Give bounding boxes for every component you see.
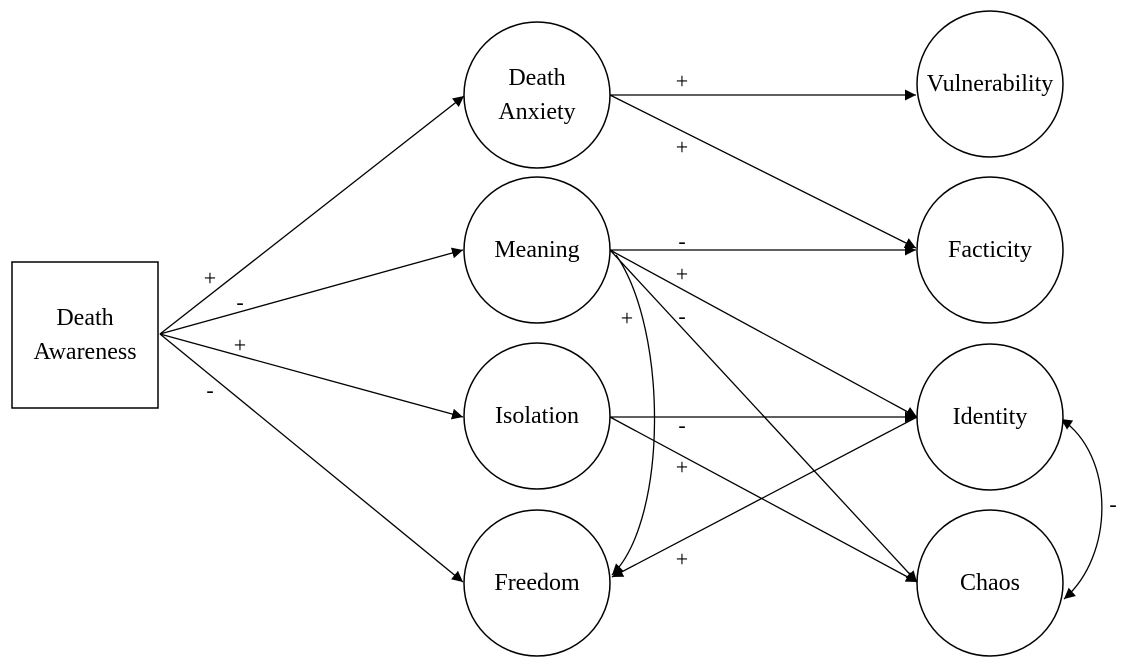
edge-death-awareness-to-freedom [159, 333, 464, 583]
node-facticity: Facticity [916, 176, 1064, 324]
node-freedom: Freedom [463, 509, 611, 657]
node-death-anxiety-label: Death [508, 65, 565, 91]
node-death-anxiety-label: Anxiety [498, 99, 575, 125]
edge-meaning-to-identity [609, 249, 918, 418]
node-identity: Identity [916, 343, 1064, 491]
edge-isolation-to-chaos-sign: + [676, 455, 688, 480]
edges [159, 89, 1103, 600]
edge-death-anxiety-to-facticity [609, 94, 917, 249]
edge-death-awareness-to-death-anxiety-sign: + [204, 266, 216, 291]
edge-identity-to-freedom-sign: + [676, 547, 688, 572]
node-vulnerability-label: Vulnerability [927, 71, 1054, 97]
node-chaos-label: Chaos [960, 570, 1020, 596]
node-meaning: Meaning [463, 176, 611, 324]
edge-meaning-to-chaos [609, 249, 918, 583]
edge-identity-to-chaos [1060, 418, 1103, 600]
edge-isolation-to-identity-sign: - [678, 413, 685, 438]
edge-signs: +-+-++-+-+-++- [204, 69, 1117, 572]
node-freedom-label: Freedom [494, 570, 580, 596]
edge-meaning-to-freedom [611, 254, 656, 576]
node-chaos: Chaos [916, 509, 1064, 657]
node-isolation: Isolation [463, 342, 611, 490]
edge-death-awareness-to-meaning-sign: - [236, 290, 243, 315]
node-vulnerability: Vulnerability [916, 10, 1064, 158]
edge-death-awareness-to-freedom-sign: - [206, 378, 213, 403]
edge-meaning-to-chaos-sign: - [678, 304, 685, 329]
edge-death-awareness-to-meaning [159, 247, 464, 335]
nodes: DeathAwarenessDeathAnxietyMeaningIsolati… [11, 10, 1064, 657]
edge-identity-to-freedom [611, 416, 918, 578]
edge-death-anxiety-to-vulnerability-sign: + [676, 69, 688, 94]
edge-meaning-to-facticity-sign: - [678, 229, 685, 254]
edge-meaning-to-freedom-sign: + [621, 306, 633, 331]
edge-meaning-to-identity-sign: + [676, 262, 688, 287]
edge-death-awareness-to-death-anxiety [159, 95, 465, 335]
edge-death-awareness-to-isolation-sign: + [234, 333, 246, 358]
node-meaning-label: Meaning [494, 237, 579, 263]
edge-death-awareness-to-isolation [159, 333, 464, 420]
node-isolation-label: Isolation [495, 403, 579, 429]
node-facticity-label: Facticity [948, 237, 1032, 263]
edge-isolation-to-chaos [609, 416, 918, 583]
node-death-awareness-label: Awareness [33, 339, 136, 365]
edge-death-anxiety-to-facticity-sign: + [676, 135, 688, 160]
edge-identity-to-chaos-sign: - [1109, 492, 1116, 517]
node-identity-label: Identity [953, 404, 1028, 430]
node-death-awareness-label: Death [56, 305, 113, 331]
